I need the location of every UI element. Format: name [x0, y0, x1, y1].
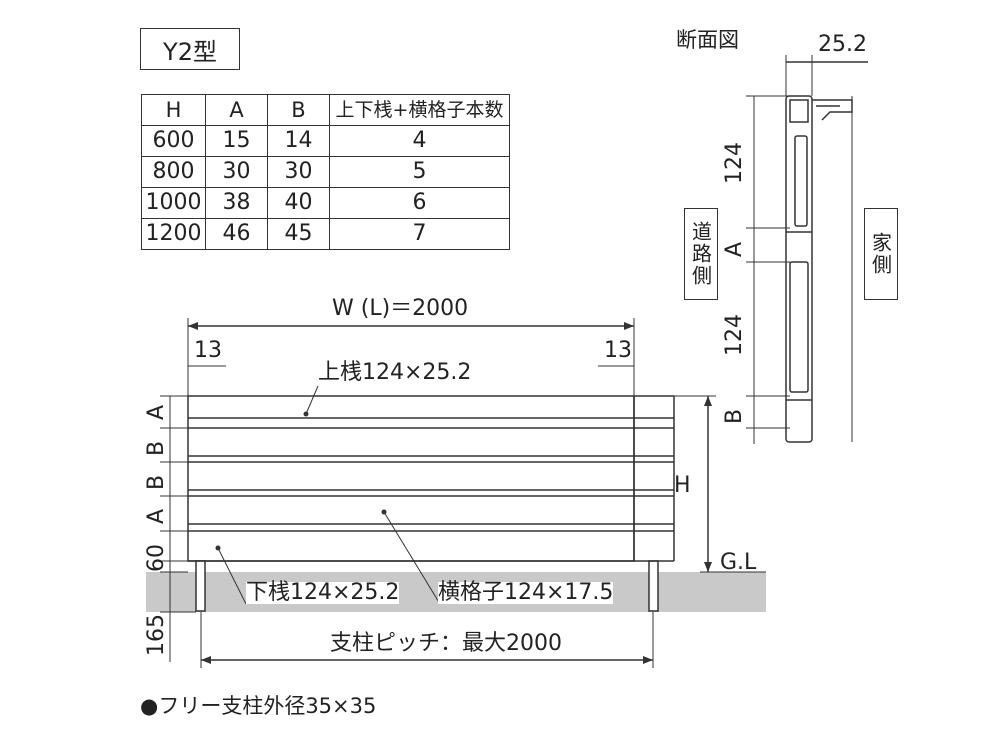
cell-a: 30 — [205, 156, 268, 188]
dim-a-bottom: A — [144, 508, 169, 524]
cell-count: 5 — [329, 156, 510, 188]
road-side-label: 道路側 — [684, 208, 718, 300]
section-dim-124-top: 124 — [722, 142, 747, 184]
arrow-down — [704, 562, 712, 572]
section-view-title: 断面図 — [676, 28, 739, 52]
table-row: 600 15 14 4 — [141, 125, 510, 157]
ground-level-label: G.L — [720, 550, 757, 575]
house-side-label: 家側 — [864, 208, 898, 300]
fence-panel — [187, 395, 635, 562]
cell-a: 15 — [205, 125, 268, 157]
bottom-rail-label: 下桟124×25.2 — [246, 580, 400, 605]
cell-count: 7 — [329, 218, 510, 250]
post-spec-note: ●フリー支柱外径35×35 — [140, 694, 377, 718]
arrow-up — [704, 396, 712, 406]
top-rail-label: 上桟124×25.2 — [318, 360, 472, 385]
dim-165: 165 — [144, 614, 169, 656]
table-row: 1000 38 40 6 — [141, 187, 510, 219]
table-row: 800 30 30 5 — [141, 156, 510, 188]
dim-a-top: A — [144, 404, 169, 420]
right-post — [648, 560, 659, 612]
cell-h: 800 — [141, 156, 206, 188]
arrow-right — [624, 322, 634, 330]
arrow-left — [188, 322, 198, 330]
cell-h: 1200 — [141, 218, 206, 250]
cell-b: 14 — [267, 125, 330, 157]
margin-left-label: 13 — [194, 338, 222, 363]
cell-b: 40 — [267, 187, 330, 219]
margin-right-label: 13 — [604, 338, 632, 363]
cell-h: 1000 — [141, 187, 206, 219]
cell-h: 600 — [141, 125, 206, 157]
dim-b-2: B — [144, 474, 169, 490]
cell-a: 46 — [205, 218, 268, 250]
cell-a: 38 — [205, 187, 268, 219]
dim-60: 60 — [144, 544, 169, 572]
cell-count: 6 — [329, 187, 510, 219]
section-depth-label: 25.2 — [818, 32, 867, 57]
width-label: W (L)＝2000 — [332, 296, 469, 321]
header-a: A — [205, 94, 268, 126]
cell-b: 45 — [267, 218, 330, 250]
pitch-label: 支柱ピッチ：最大2000 — [330, 631, 562, 656]
header-h: H — [141, 94, 206, 126]
section-dim-b: B — [722, 408, 747, 424]
spec-table: H A B 上下桟+横格子本数 600 15 14 4 800 30 30 5 … — [141, 94, 510, 250]
cell-count: 4 — [329, 125, 510, 157]
header-count: 上下桟+横格子本数 — [329, 94, 510, 126]
slat-label: 横格子124×17.5 — [438, 580, 614, 605]
model-label: Y2型 — [140, 28, 240, 70]
section-dim-a: A — [722, 241, 747, 257]
cell-b: 30 — [267, 156, 330, 188]
table-header-row: H A B 上下桟+横格子本数 — [141, 94, 510, 126]
header-b: B — [267, 94, 330, 126]
left-post — [195, 560, 206, 612]
height-label: H — [674, 473, 691, 498]
table-row: 1200 46 45 7 — [141, 218, 510, 250]
dim-b-1: B — [144, 440, 169, 456]
section-dim-124-bottom: 124 — [722, 314, 747, 356]
